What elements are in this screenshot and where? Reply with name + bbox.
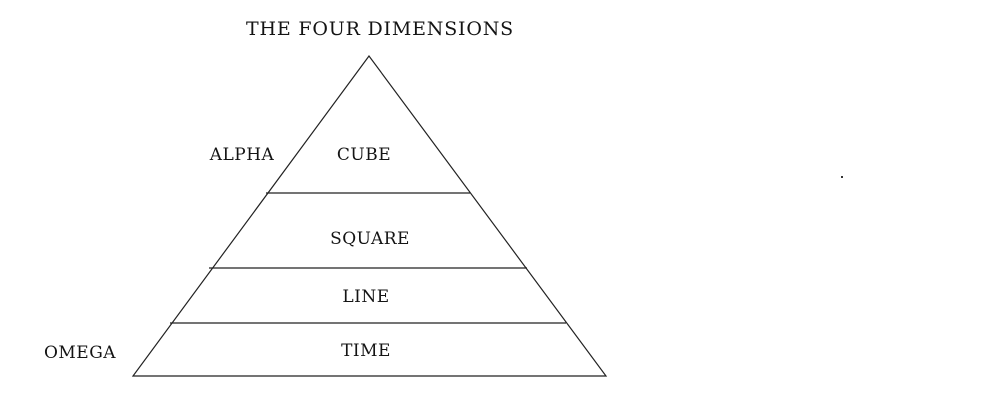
diagram-title: THE FOUR DIMENSIONS	[246, 18, 514, 40]
side-label-omega: OMEGA	[43, 343, 117, 363]
layer-label-time: TIME	[341, 341, 391, 361]
pyramid-outline	[131, 54, 608, 377]
side-label-alpha: ALPHA	[209, 145, 275, 165]
layer-label-line: LINE	[342, 287, 390, 307]
stray-dot	[841, 176, 843, 178]
layer-label-square: SQUARE	[330, 229, 410, 249]
layer-label-cube: CUBE	[336, 145, 392, 165]
